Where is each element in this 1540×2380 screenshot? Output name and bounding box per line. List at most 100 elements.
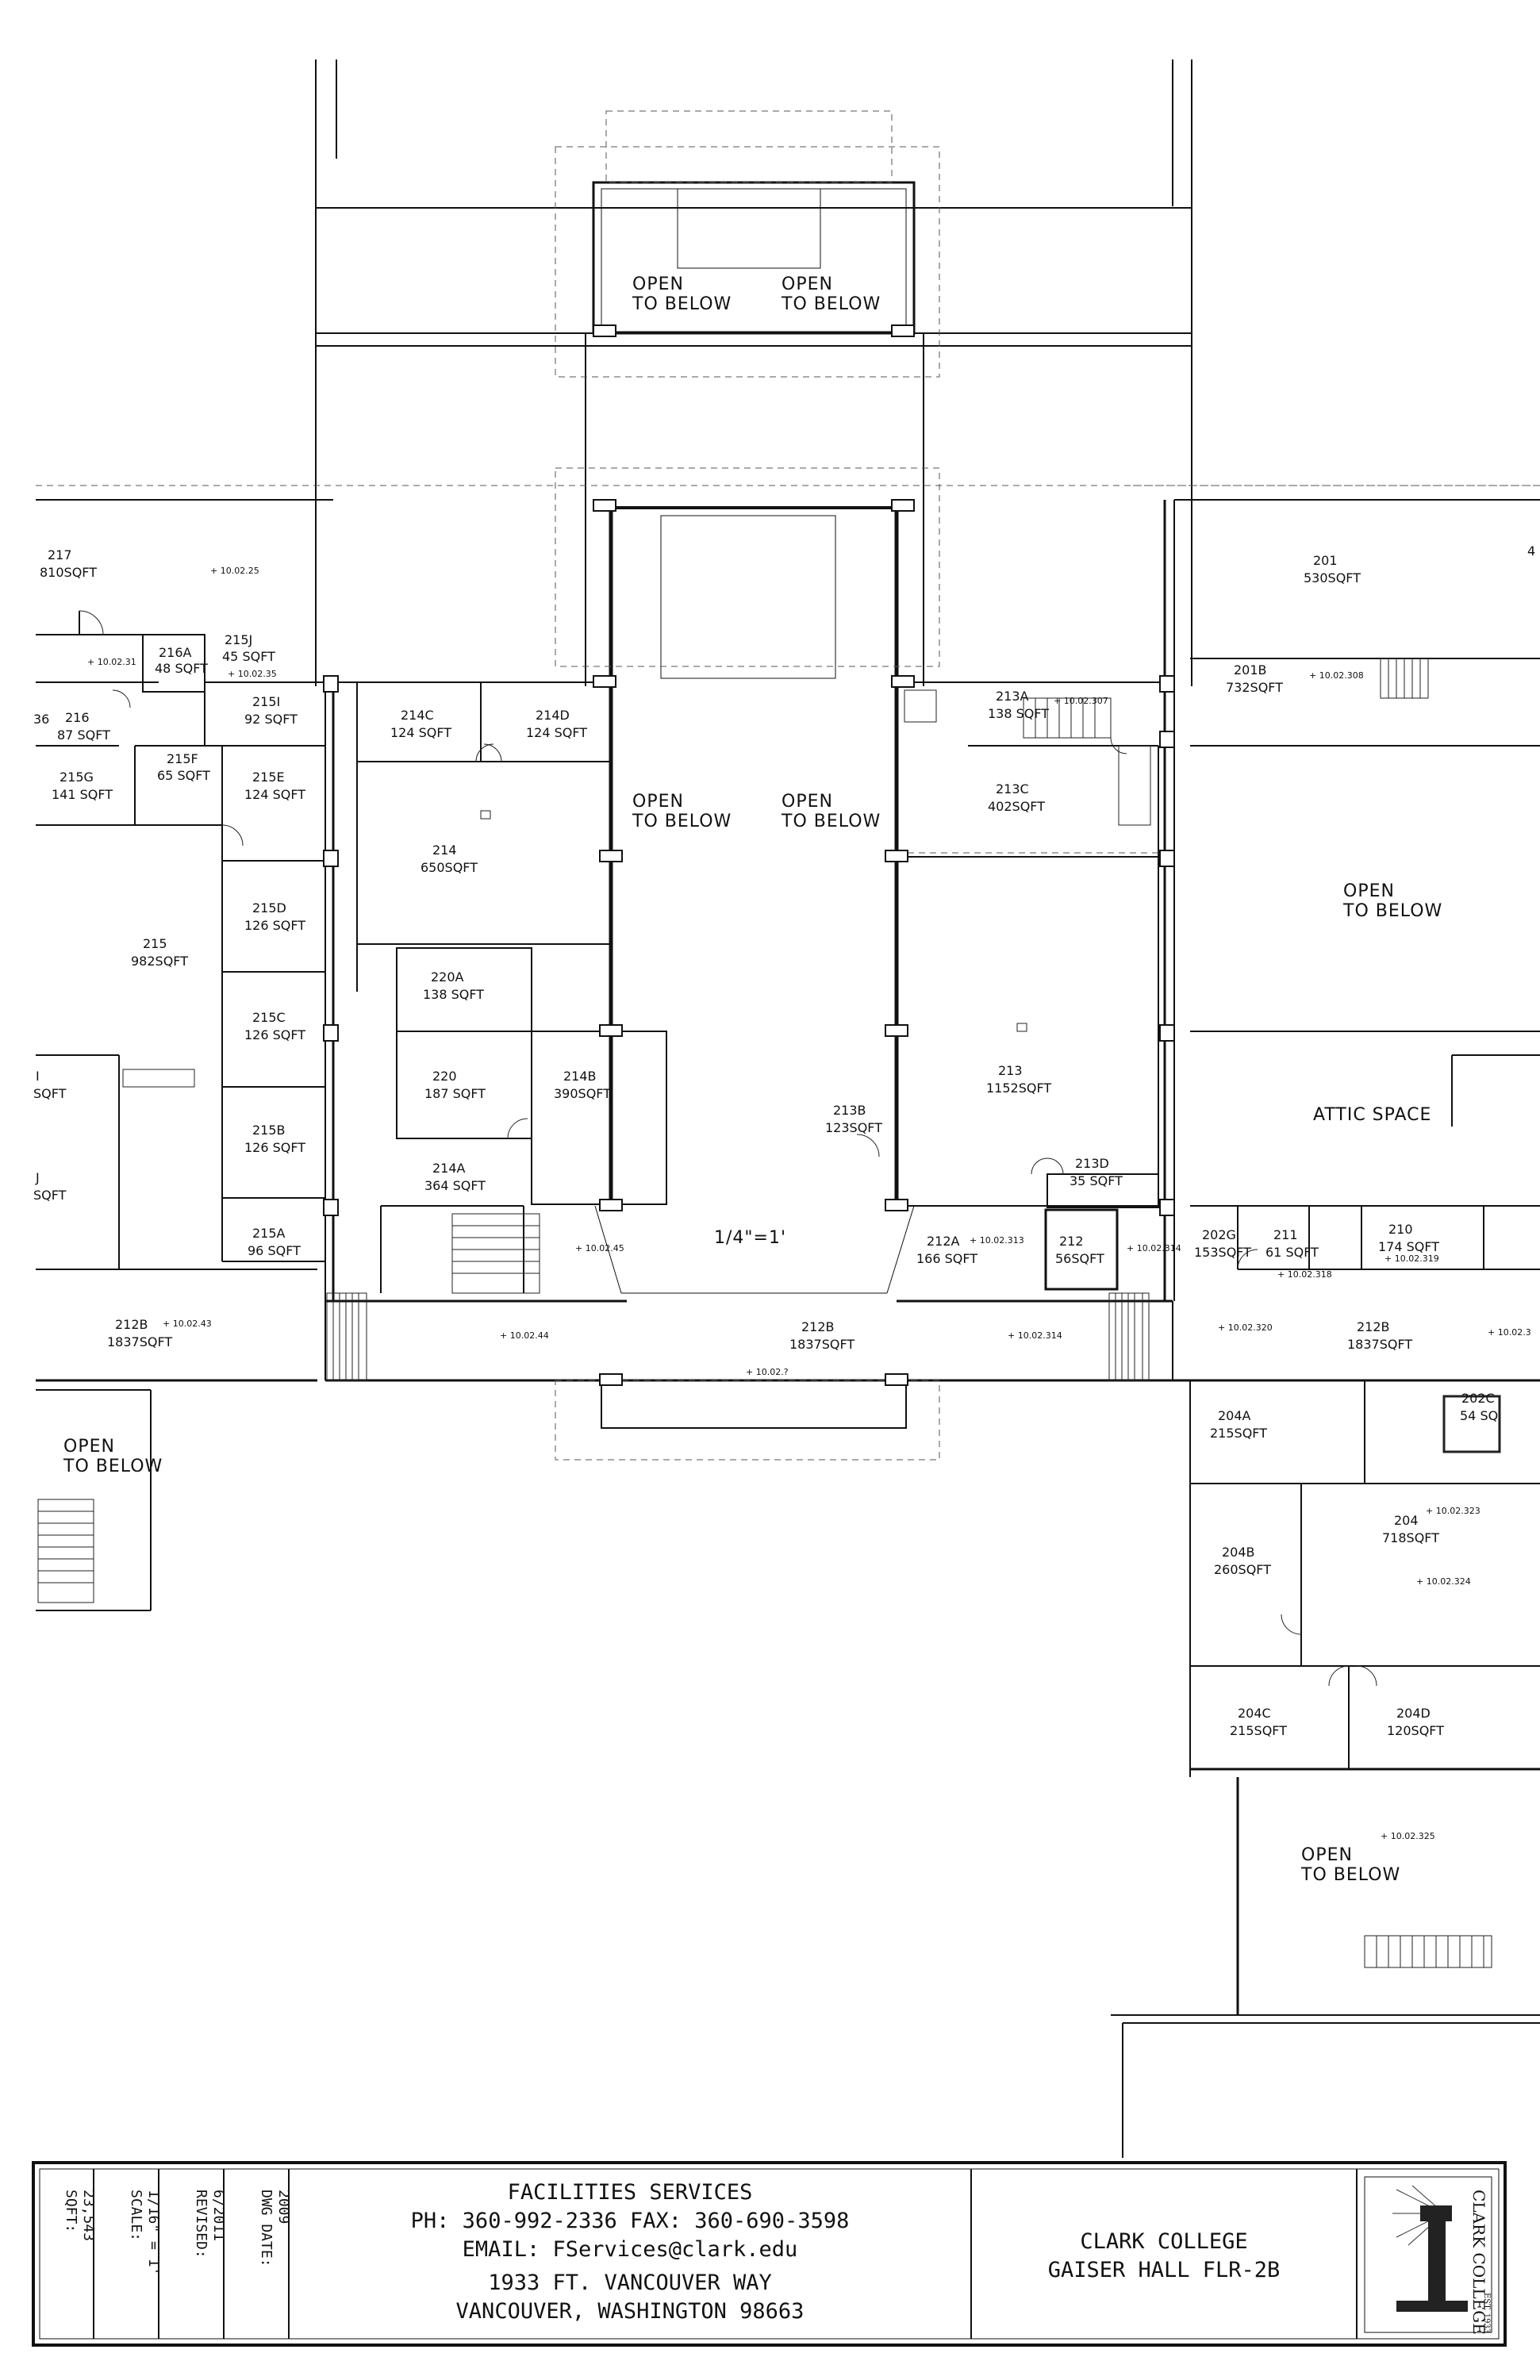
room-212b-left-number: 212B (115, 1317, 148, 1332)
room-216a-area: 48 SQFT (155, 661, 208, 676)
revised-label: REVISED: (193, 2190, 209, 2259)
room-204b-number: 204B (1222, 1545, 1255, 1560)
room-210-number: 210 (1388, 1222, 1413, 1237)
room-215g-area: 141 SQFT (52, 787, 113, 802)
stair-right-bottom (1108, 1292, 1150, 1381)
room-215j-area: 45 SQFT (222, 649, 275, 664)
open-to-below-7-line2: TO BELOW (1300, 1865, 1400, 1885)
open-to-below-1-line1: OPEN (632, 274, 684, 294)
open-to-below-3-line1: OPEN (632, 792, 684, 812)
area-labels: OPEN TO BELOW OPEN TO BELOW OPEN TO BELO… (63, 274, 1442, 1885)
room-215c-area: 126 SQFT (244, 1027, 305, 1042)
room-215a-area: 96 SQFT (248, 1243, 301, 1258)
room-212b-center-number: 212B (801, 1319, 835, 1334)
contact-phone-fax: PH: 360-992-2336 FAX: 360-690-3598 (411, 2209, 850, 2233)
room-213b-area: 123SQFT (825, 1120, 882, 1135)
scale-value: 1/16" = 1' (145, 2190, 162, 2275)
room-214d-area: 124 SQFT (526, 725, 587, 740)
scale-label: SCALE: (128, 2190, 144, 2241)
room-213b-number: 213B (833, 1103, 866, 1118)
marker-10-02-25: + 10.02.25 (210, 566, 259, 576)
room-labels: 217 810SQFT 216A 48 SQFT 215J 45 SQFT 21… (33, 543, 1535, 1738)
room-214d-number: 214D (536, 708, 570, 723)
room-214-area: 650SQFT (421, 860, 478, 875)
marker-10-02-35: + 10.02.35 (228, 669, 277, 679)
room-215e-number: 215E (252, 770, 285, 785)
marker-10-02-44: + 10.02.44 (500, 1330, 549, 1341)
stair-left-bottom (326, 1292, 367, 1381)
open-to-below-4-line2: TO BELOW (781, 812, 881, 831)
room-215-area: 982SQFT (131, 954, 188, 969)
room-213a-number: 213A (996, 689, 1029, 704)
room-212b-center-area: 1837SQFT (789, 1337, 854, 1352)
room-213-area: 1152SQFT (986, 1081, 1051, 1096)
room-212b-right-area: 1837SQFT (1347, 1337, 1412, 1352)
room-214c-area: 124 SQFT (390, 725, 451, 740)
room-215e-area: 124 SQFT (244, 787, 305, 802)
room-215f-number: 215F (167, 751, 198, 766)
partial-label-j: J (35, 1170, 40, 1185)
marker-10-02-313: + 10.02.313 (970, 1235, 1024, 1246)
dashed-outlines (36, 110, 1540, 1461)
marker-10-02-319: + 10.02.319 (1384, 1253, 1439, 1264)
room-220-area: 187 SQFT (424, 1086, 486, 1101)
room-202g-area: 153SQFT (1194, 1245, 1251, 1260)
open-to-below-1-line2: TO BELOW (632, 294, 732, 314)
attic-space-label: ATTIC SPACE (1313, 1105, 1431, 1125)
doors (79, 610, 1377, 1687)
room-214b-number: 214B (563, 1069, 597, 1084)
marker-10-02-324: + 10.02.324 (1416, 1576, 1471, 1587)
marker-10-02-325: + 10.02.325 (1381, 1831, 1435, 1841)
room-201b-area: 732SQFT (1226, 680, 1283, 695)
room-215d-number: 215D (252, 900, 286, 916)
room-214a-area: 364 SQFT (424, 1178, 486, 1193)
logo-sub: EST. 1933 (1482, 2293, 1491, 2333)
open-to-below-5-line2: TO BELOW (1342, 901, 1442, 921)
room-211-area: 61 SQFT (1265, 1245, 1319, 1260)
room-204d-area: 120SQFT (1387, 1723, 1444, 1738)
room-220a-area: 138 SQFT (423, 987, 484, 1002)
room-216-number: 216 (65, 710, 90, 725)
room-212b-right-number: 212B (1357, 1319, 1390, 1334)
room-216a-number: 216A (159, 645, 192, 660)
open-to-below-3-line2: TO BELOW (632, 812, 732, 831)
room-215b-area: 126 SQFT (244, 1140, 305, 1155)
room-215i-number: 215I (252, 694, 280, 709)
room-215b-number: 215B (252, 1123, 286, 1138)
revised-value: 6/2011 (210, 2190, 227, 2241)
room-201-area: 530SQFT (1304, 570, 1361, 585)
scale-note: 1/4"=1' (714, 1228, 786, 1248)
college-name: CLARK COLLEGE (1080, 2229, 1247, 2254)
room-220a-number: 220A (431, 969, 464, 985)
room-212-area: 56SQFT (1055, 1251, 1104, 1266)
stair-213a (1023, 697, 1112, 739)
marker-10-02-307: + 10.02.307 (1054, 696, 1108, 706)
room-211-number: 211 (1273, 1227, 1298, 1242)
room-204a-number: 204A (1218, 1408, 1251, 1423)
stair-right-bottom-wing (1364, 1935, 1492, 1968)
open-to-below-7-line1: OPEN (1301, 1845, 1353, 1865)
room-215c-number: 215C (252, 1010, 286, 1025)
fixtures (122, 689, 1501, 1453)
open-to-below-4-line1: OPEN (782, 792, 833, 812)
marker-10-02-3: + 10.02.3 (1488, 1327, 1531, 1338)
room-213a-area: 138 SQFT (988, 706, 1049, 721)
room-220-number: 220 (432, 1069, 457, 1084)
marker-10-02-45: + 10.02.45 (575, 1243, 624, 1253)
department-name: FACILITIES SERVICES (508, 2180, 753, 2205)
room-212b-left-area: 1837SQFT (107, 1334, 172, 1349)
room-212-number: 212 (1059, 1234, 1084, 1249)
room-202c-area: 54 SQ (1460, 1408, 1498, 1423)
room-204c-area: 215SQFT (1230, 1723, 1287, 1738)
open-to-below-6-line2: TO BELOW (63, 1457, 163, 1476)
partial-label-i: I (36, 1069, 40, 1084)
room-202c-number: 202C (1461, 1391, 1495, 1406)
open-to-below-6-line1: OPEN (63, 1437, 115, 1457)
room-214b-area: 390SQFT (554, 1086, 611, 1101)
room-212a-number: 212A (927, 1234, 960, 1249)
room-215i-area: 92 SQFT (244, 712, 298, 727)
partial-label-j-area: SQFT (33, 1188, 67, 1203)
stair-214a (451, 1213, 540, 1294)
clark-college-logo: CLARK COLLEGE EST. 1933 (1364, 2176, 1492, 2335)
